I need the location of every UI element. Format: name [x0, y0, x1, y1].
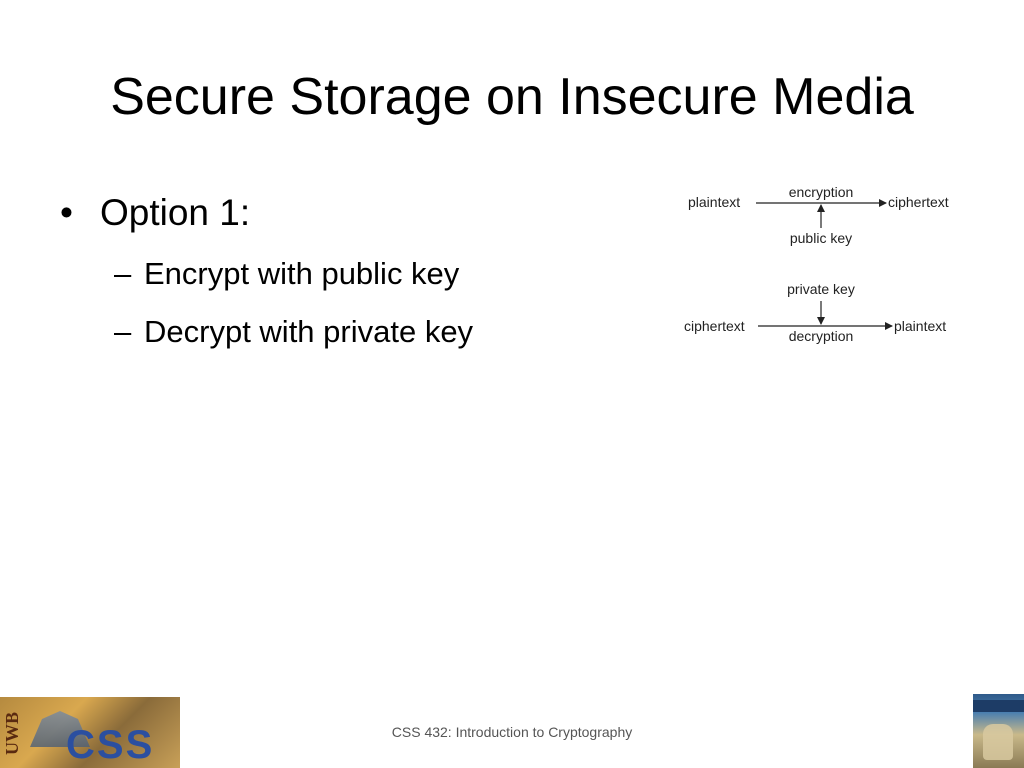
encryption-diagram: plaintext encryption ciphertext public k… — [676, 178, 976, 350]
book-cover-image — [983, 724, 1013, 760]
public-key-label: public key — [790, 230, 852, 246]
sub-bullet-text: Encrypt with public key — [144, 256, 460, 291]
bottom-left-label: ciphertext — [684, 318, 745, 334]
sub-bullet-marker: – — [114, 314, 132, 349]
footer-text: CSS 432: Introduction to Cryptography — [391, 724, 633, 740]
top-operation-label: encryption — [789, 184, 854, 200]
top-left-label: plaintext — [688, 194, 740, 210]
css-logo-text: CSS — [66, 723, 155, 767]
top-right-label: ciphertext — [888, 194, 949, 210]
book-cover-thumbnail — [973, 694, 1024, 768]
slide-title: Secure Storage on Insecure Media — [110, 68, 914, 126]
bullet-text: Option 1: — [100, 192, 251, 233]
bullet-marker: • — [60, 192, 73, 233]
uwb-logo-text: UWB — [2, 711, 22, 755]
private-key-label: private key — [787, 281, 855, 297]
sub-bullet-text: Decrypt with private key — [144, 314, 474, 349]
uwb-css-logo: UWB CSS — [0, 697, 180, 768]
bottom-right-label: plaintext — [894, 318, 946, 334]
sub-bullet-marker: – — [114, 256, 132, 291]
book-title-band — [973, 700, 1024, 712]
encryption-diagram-svg: plaintext encryption ciphertext public k… — [684, 184, 949, 344]
bottom-operation-label: decryption — [789, 328, 854, 344]
